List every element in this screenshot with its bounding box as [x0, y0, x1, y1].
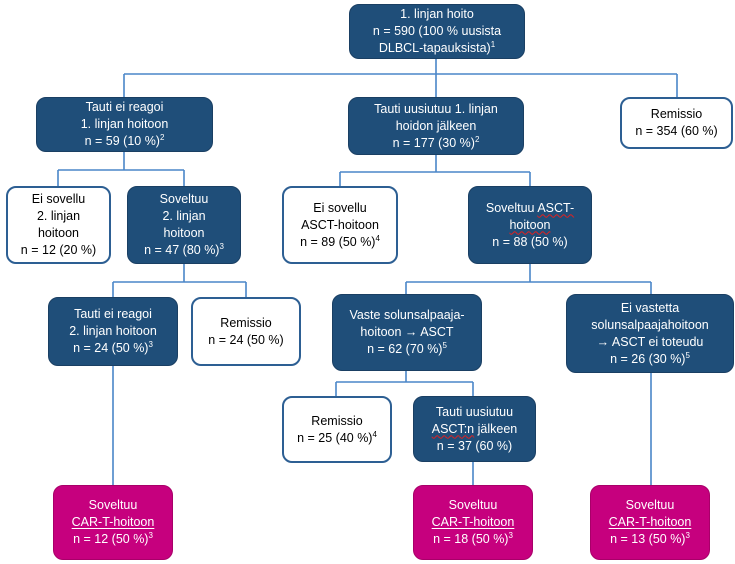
node-fit-asct: Soveltuu ASCT- hoitoon n = 88 (50 %): [468, 186, 592, 264]
node-refractory-second-line: Tauti ei reagoi 2. linjan hoitoon n = 24…: [48, 297, 178, 366]
node-cart-eligible-2: Soveltuu CAR-T-hoitoon n = 18 (50 %)3: [413, 485, 533, 560]
node-line: Tauti uusiutuu: [435, 404, 514, 419]
footnote-ref: 4: [375, 233, 380, 243]
node-line: Remissio: [220, 315, 272, 330]
node-line: n = 26 (30 %)5: [610, 350, 690, 366]
node-line: 2. linjan hoitoon: [69, 324, 157, 338]
node-line: n = 12 (20 %): [20, 243, 97, 257]
node-line: 1. linjan hoito: [400, 7, 474, 21]
footnote-ref: 3: [148, 530, 153, 540]
footnote-ref: 3: [148, 339, 153, 349]
node-remission-after-asct: Remissio n = 25 (40 %)4: [282, 396, 392, 463]
node-cart-eligible-3: Soveltuu CAR-T-hoitoon n = 13 (50 %)3: [590, 485, 710, 560]
node-line: hoitoon → ASCT: [360, 325, 454, 339]
node-relapse-after-asct: Tauti uusiutuu ASCT:n jälkeen n = 37 (60…: [413, 396, 536, 462]
node-line: Ei sovellu: [31, 192, 86, 206]
node-cart-eligible-1: Soveltuu CAR-T-hoitoon n = 12 (50 %)3: [53, 485, 173, 560]
node-line: CAR-T-hoitoon: [71, 515, 155, 529]
node-line: n = 354 (60 %): [635, 124, 718, 138]
node-first-line-treatment: 1. linjan hoito n = 590 (100 % uusista D…: [349, 4, 525, 59]
node-line: hoitoon: [163, 226, 205, 240]
node-unfit-second-line: Ei sovellu 2. linjan hoitoon n = 12 (20 …: [6, 186, 111, 264]
node-unfit-asct: Ei sovellu ASCT-hoitoon n = 89 (50 %)4: [282, 186, 398, 264]
node-line: n = 88 (50 %): [492, 234, 568, 249]
node-line: Remissio: [311, 413, 363, 428]
node-line: ASCT-hoitoon: [301, 217, 379, 232]
node-line: solunsalpaajahoitoon: [591, 317, 709, 332]
node-line: Soveltuu: [448, 498, 498, 512]
node-line: n = 89 (50 %)4: [300, 233, 380, 249]
node-response-to-asct: Vaste solunsalpaaja- hoitoon → ASCT n = …: [332, 294, 482, 371]
node-line: Ei sovellu: [313, 200, 367, 215]
node-line: DLBCL-tapauksista)1: [378, 39, 496, 55]
node-line: Soveltuu: [625, 498, 675, 512]
node-line: n = 24 (50 %)3: [73, 339, 153, 355]
node-line: → ASCT ei toteudu: [596, 334, 704, 349]
node-line: n = 62 (70 %)5: [367, 340, 447, 356]
node-line: n = 13 (50 %)3: [610, 530, 690, 546]
node-line: n = 12 (50 %)3: [73, 530, 153, 546]
footnote-ref: 3: [685, 530, 690, 540]
node-line: Soveltuu: [159, 192, 209, 206]
arrow-right-icon: →: [596, 334, 610, 349]
footnote-ref: 4: [372, 429, 377, 439]
node-line: Vaste solunsalpaaja-: [349, 308, 465, 322]
node-refractory-first-line: Tauti ei reagoi 1. linjan hoitoon n = 59…: [36, 97, 213, 152]
node-line: Tauti uusiutuu 1. linjan: [374, 101, 498, 116]
node-line: n = 59 (10 %)2: [84, 132, 165, 148]
node-line: ASCT:n jälkeen: [431, 421, 518, 436]
node-line: n = 18 (50 %)3: [433, 530, 513, 546]
node-line: n = 47 (80 %)3: [144, 241, 224, 257]
footnote-ref: 1: [490, 39, 496, 49]
node-line: hoitoon: [37, 226, 79, 240]
node-line: n = 37 (60 %): [436, 438, 513, 453]
node-line: CAR-T-hoitoon: [608, 515, 692, 529]
node-remission-second-line: Remissio n = 24 (50 %): [191, 297, 301, 366]
node-line: CAR-T-hoitoon: [431, 515, 515, 529]
footnote-ref: 2: [474, 134, 480, 144]
node-line: Tauti ei reagoi: [74, 307, 152, 321]
node-line: Tauti ei reagoi: [85, 100, 164, 114]
node-line: 2. linjan: [162, 209, 206, 223]
node-no-response-no-asct: Ei vastetta solunsalpaajahoitoon → ASCT …: [566, 294, 734, 373]
arrow-right-icon: →: [404, 325, 418, 339]
node-fit-second-line: Soveltuu 2. linjan hoitoon n = 47 (80 %)…: [127, 186, 241, 264]
footnote-ref: 5: [442, 340, 447, 350]
node-line: 2. linjan: [36, 209, 81, 223]
node-line: Soveltuu ASCT-: [485, 200, 575, 215]
node-line: n = 590 (100 % uusista: [372, 24, 502, 38]
node-remission-first-line: Remissio n = 354 (60 %): [620, 97, 733, 149]
node-line: Soveltuu: [88, 498, 138, 512]
node-line: hoitoon: [509, 217, 551, 232]
node-line: 1. linjan hoitoon: [80, 117, 169, 131]
node-relapse-after-first-line: Tauti uusiutuu 1. linjan hoidon jälkeen …: [348, 97, 524, 155]
node-line: n = 177 (30 %)2: [392, 134, 480, 150]
node-line: Remissio: [650, 107, 703, 121]
node-line: hoidon jälkeen: [395, 118, 477, 133]
footnote-ref: 3: [508, 530, 513, 540]
node-line: n = 25 (40 %)4: [297, 429, 377, 445]
node-line: n = 24 (50 %): [208, 332, 284, 347]
footnote-ref: 5: [685, 350, 690, 360]
footnote-ref: 3: [219, 241, 224, 251]
node-line: Ei vastetta: [620, 300, 680, 315]
footnote-ref: 2: [159, 132, 165, 142]
